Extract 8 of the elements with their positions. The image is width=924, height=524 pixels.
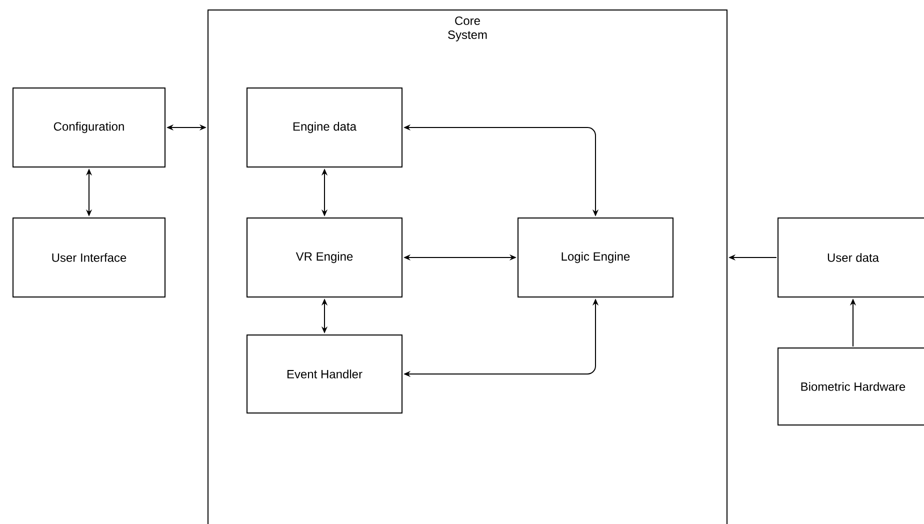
process-box: Biometric Hardware [778,348,924,426]
process-box: User data [778,218,924,298]
process-box: Logic Engine [518,218,674,298]
process-box: Configuration [12,88,166,168]
process-box: Engine data [246,88,402,168]
process-box: Event Handler [246,334,402,414]
process-box: VR Engine [246,218,402,298]
process-box: User Interface [12,218,166,298]
